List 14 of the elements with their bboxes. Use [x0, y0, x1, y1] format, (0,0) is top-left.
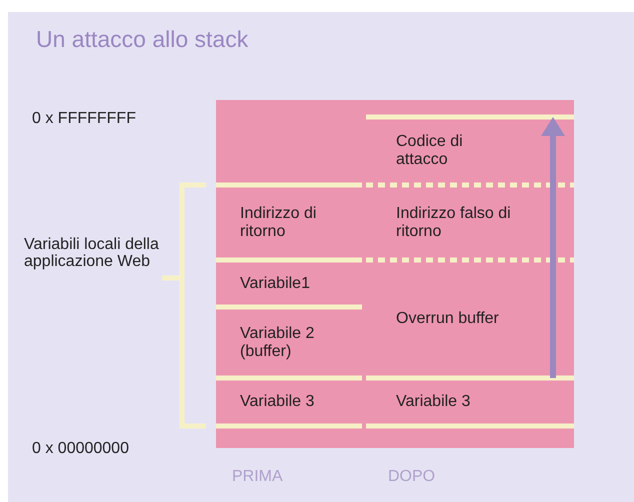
- cell-text: Variabile 2 (buffer): [240, 324, 316, 360]
- column-label: DOPO: [388, 468, 436, 485]
- cell-text: Variabile 3: [396, 393, 470, 411]
- title: Un attacco allo stack: [36, 26, 248, 53]
- text-label: 0 x FFFFFFFF: [32, 110, 136, 127]
- cell-text: Variabile 3: [240, 393, 314, 411]
- cell-text: Indirizzo di ritorno: [240, 204, 318, 240]
- cell-text: Indirizzo falso di ritorno: [396, 204, 512, 240]
- cell-text: Codice di attacco: [396, 133, 464, 169]
- text-label: Variabili locali della applicazione Web: [24, 236, 160, 270]
- text-label: 0 x 00000000: [32, 440, 129, 457]
- cell-text: Variabile1: [240, 274, 310, 292]
- cell-text: Overrun buffer: [396, 310, 499, 328]
- column-label: PRIMA: [232, 468, 283, 485]
